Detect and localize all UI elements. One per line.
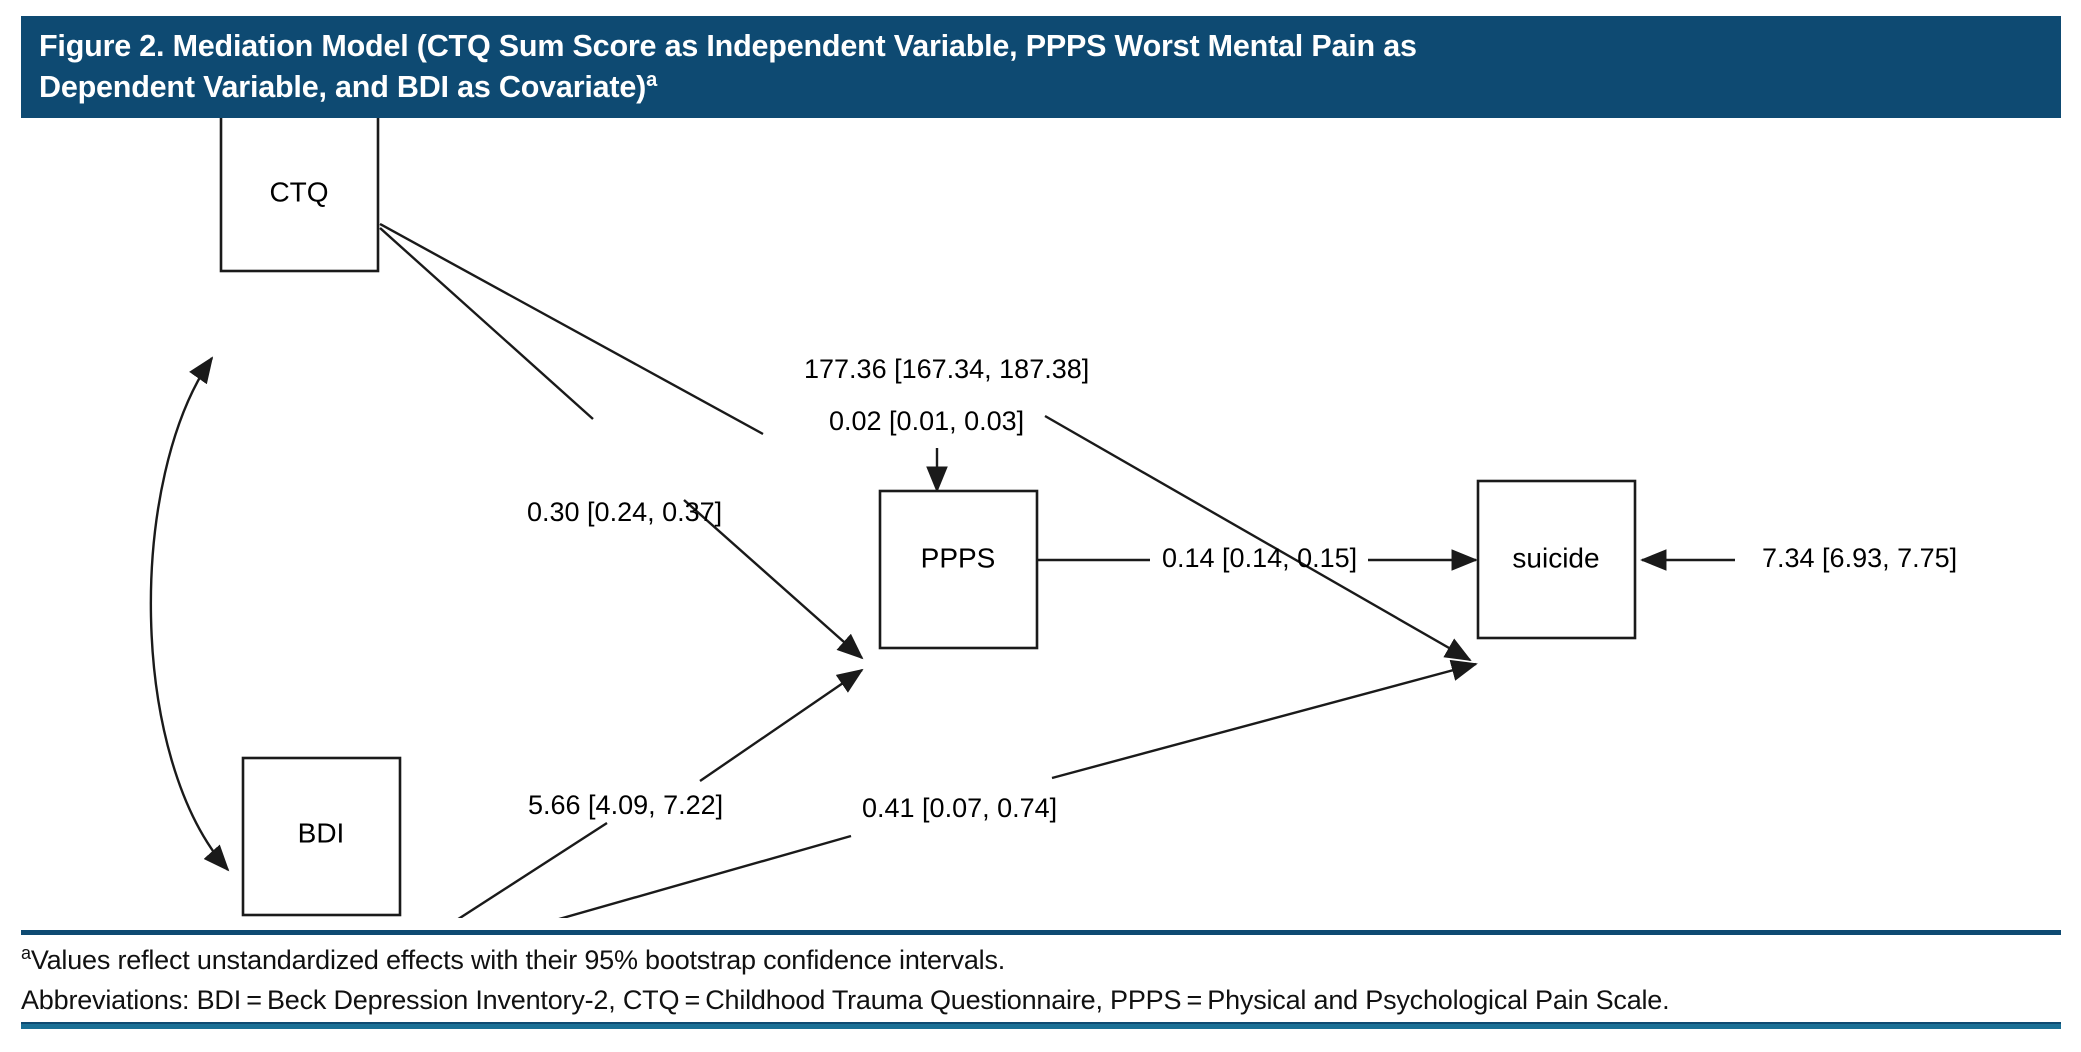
edge-bdi-to-suicide-left: [558, 834, 852, 918]
footnote-line-1-text: Values reflect unstandardized effects wi…: [30, 945, 1006, 975]
node-ppps[interactable]: PPPS: [878, 489, 1039, 650]
footnote-line-2: Abbreviations: BDI = Beck Depression Inv…: [21, 985, 1670, 1015]
edge-bdi-to-ppps-right: [699, 668, 864, 782]
title-line-1: Figure 2. Mediation Model (CTQ Sum Score…: [39, 29, 1417, 63]
label-bdi-to-ppps: 5.66 [4.09, 7.22]: [528, 790, 723, 820]
label-bdi-to-suicide: 0.41 [0.07, 0.74]: [862, 793, 1057, 823]
node-ppps-box: [878, 489, 1039, 650]
edge-ctq-to-suicide-upper: [379, 222, 764, 436]
node-suicide-box: [1476, 479, 1637, 640]
footnote-line-1: aValues reflect unstandardized effects w…: [21, 940, 2061, 980]
label-ctq-to-suicide: 0.02 [0.01, 0.03]: [829, 406, 1024, 436]
footnote-rule-bottom-inner: [21, 1022, 2061, 1024]
node-bdi-label: BDI: [298, 817, 345, 848]
node-ppps-label: PPPS: [921, 542, 996, 573]
figure-title-bar: Figure 2. Mediation Model (CTQ Sum Score…: [21, 16, 2061, 118]
footnote-block: aValues reflect unstandardized effects w…: [21, 940, 2061, 1020]
title-line-2: Dependent Variable, and BDI as Covariate…: [39, 70, 647, 104]
label-ctq-to-ppps: 0.30 [0.24, 0.37]: [527, 497, 722, 527]
node-ctq-box: [219, 118, 380, 273]
diagram-svg: CTQ PPPS BDI suicide 0.30 [0.24, 0.37] 1…: [149, 118, 1957, 918]
node-ctq[interactable]: CTQ: [219, 118, 380, 273]
edge-ctq-bdi-covariance: [149, 356, 230, 872]
page-title: Figure 2. Mediation Model (CTQ Sum Score…: [39, 26, 2043, 108]
edge-bdi-to-suicide-right: [1051, 659, 1478, 780]
edge-ctq-to-suicide-lower: [1044, 414, 1472, 662]
node-bdi[interactable]: BDI: [241, 756, 402, 917]
footnote-rule-bottom: [21, 1024, 2061, 1029]
node-suicide[interactable]: suicide: [1476, 479, 1637, 640]
edge-ctq-to-ppps-lower: [683, 499, 864, 660]
label-ppps-to-suicide: 0.14 [0.14, 0.15]: [1162, 543, 1357, 573]
edge-ctq-to-ppps: [379, 227, 594, 420]
footnote-rule-top: [21, 930, 2061, 935]
node-suicide-label: suicide: [1512, 542, 1599, 573]
node-ctq-label: CTQ: [269, 176, 328, 207]
title-footnote-marker: a: [646, 68, 658, 91]
node-bdi-box: [241, 756, 402, 917]
label-ppps-intercept: 177.36 [167.34, 187.38]: [804, 354, 1089, 384]
mediation-diagram: CTQ PPPS BDI suicide 0.30 [0.24, 0.37] 1…: [0, 118, 2081, 918]
footnote-marker: a: [21, 943, 31, 963]
label-suicide-intercept: 7.34 [6.93, 7.75]: [1762, 543, 1957, 573]
edge-bdi-to-ppps-left: [457, 821, 608, 918]
